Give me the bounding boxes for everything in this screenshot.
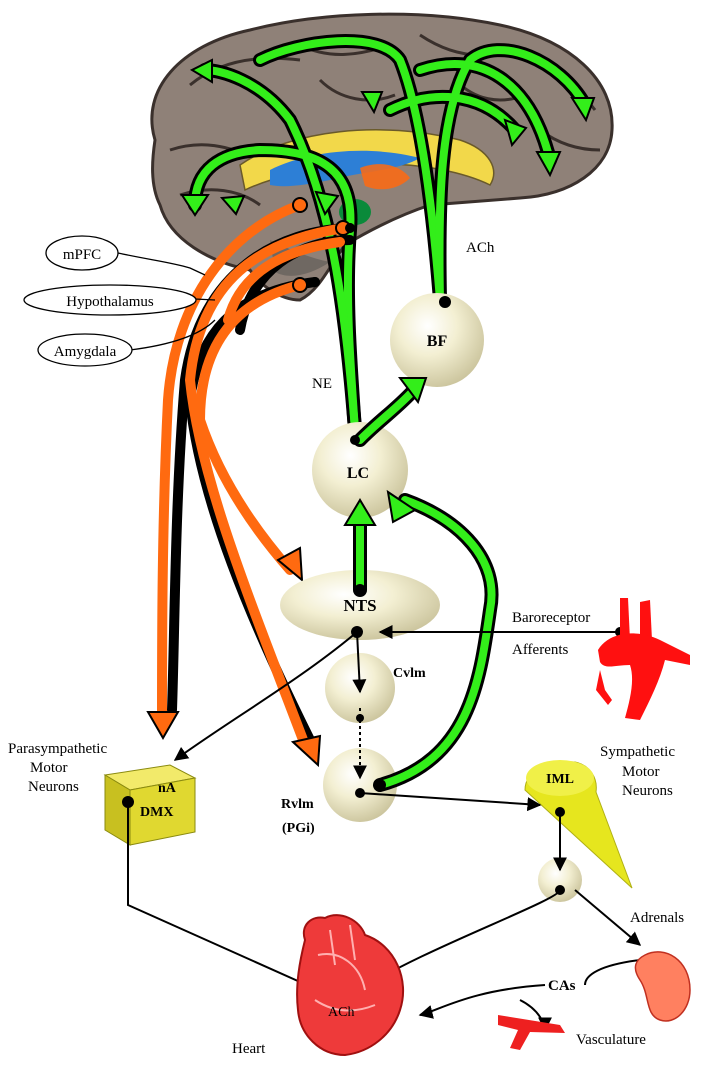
bf-label: BF: [427, 333, 448, 350]
lower-relay-nucleus: [538, 858, 582, 902]
na-dmx-cube: [103, 764, 197, 846]
amygdala-label: Amygdala: [54, 344, 117, 360]
limbic-descending-pathways: [146, 197, 355, 768]
parasympathetic-label-line3: Neurons: [28, 779, 79, 795]
iml-label: IML: [546, 772, 574, 787]
parasympathetic-label-line1: Parasympathetic: [8, 741, 107, 757]
lc-label: LC: [347, 465, 369, 482]
parasympathetic-label-line2: Motor: [30, 760, 68, 776]
hypothalamus-label: Hypothalamus: [66, 294, 154, 310]
baroreceptor-label: Baroreceptor: [512, 610, 590, 626]
adrenal-illustration: [634, 951, 691, 1022]
sympathetic-label-line2: Motor: [622, 764, 660, 780]
nts-label: NTS: [343, 596, 376, 615]
mpfc-label-group: mPFC: [45, 235, 119, 271]
rvlm-label: Rvlm: [281, 797, 314, 812]
artery-illustration: [596, 598, 690, 720]
heart-label: Heart: [232, 1041, 266, 1057]
afferents-label: Afferents: [512, 642, 569, 658]
amygdala-label-group: Amygdala: [37, 333, 133, 367]
rvlm-nucleus: [323, 748, 397, 822]
sympathetic-label-line1: Sympathetic: [600, 744, 675, 760]
dmx-label: DMX: [140, 805, 173, 820]
cvlm-label: Cvlm: [393, 666, 426, 681]
source-pointers: [117, 252, 216, 351]
pgi-label: (PGi): [282, 821, 315, 836]
hypothalamus-label-group: Hypothalamus: [23, 284, 197, 316]
vasculature-illustration: [498, 1015, 565, 1050]
bf-nucleus: [390, 293, 484, 387]
heart-illustration: [296, 914, 405, 1057]
green-cortical-projections: [180, 34, 596, 437]
mpfc-label: mPFC: [63, 247, 101, 263]
ne-label: NE: [312, 376, 332, 392]
nts-nucleus: [280, 570, 440, 640]
vasculature-label: Vasculature: [576, 1032, 646, 1048]
cas-label: CAs: [548, 978, 576, 994]
ach-heart-label: ACh: [328, 1005, 354, 1020]
adrenals-label: Adrenals: [630, 910, 684, 926]
brainstem-green-projections: [343, 377, 499, 792]
lc-nucleus: [312, 422, 408, 518]
na-label: nA: [158, 781, 177, 796]
ach-top-label: ACh: [466, 240, 495, 256]
sympathetic-label-line3: Neurons: [622, 783, 673, 799]
